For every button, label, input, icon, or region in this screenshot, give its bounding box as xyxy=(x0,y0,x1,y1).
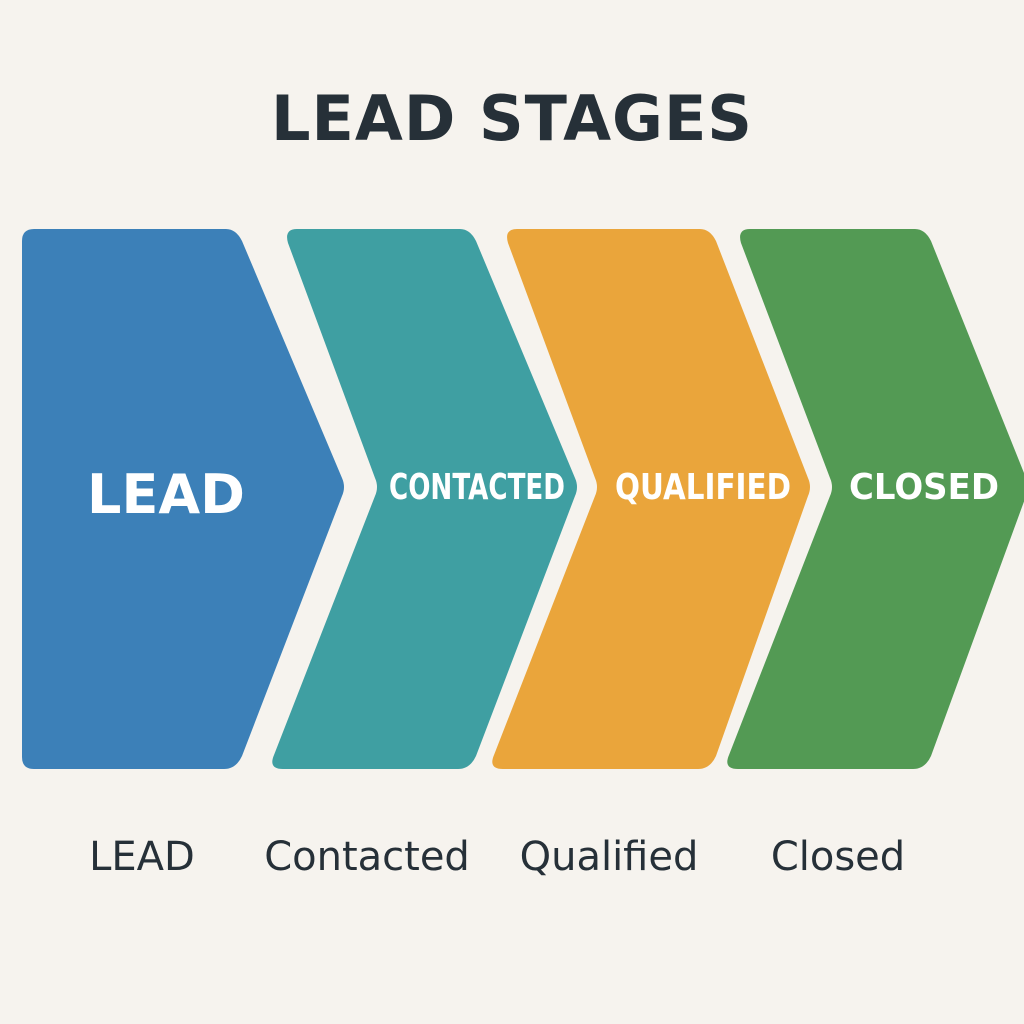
stage-label-qualified: Qualified xyxy=(519,834,699,880)
stage-arrow-text-lead: LEAD xyxy=(87,463,245,526)
stage-label-contacted: Contacted xyxy=(264,834,470,880)
stage-arrow-contacted xyxy=(272,229,577,769)
stage-arrow-lead xyxy=(22,229,344,769)
stage-arrow-text-contacted: CONTACTED xyxy=(389,467,565,508)
diagram-title: LEAD STAGES xyxy=(271,82,753,155)
stage-label-closed: Closed xyxy=(770,834,906,880)
stage-label-lead: LEAD xyxy=(89,834,195,880)
stage-arrow-closed xyxy=(727,229,1024,769)
stage-arrow-qualified xyxy=(492,229,810,769)
stage-arrow-text-closed: CLOSED xyxy=(849,467,999,508)
stage-arrow-text-qualified: QUALIFIED xyxy=(615,467,791,508)
